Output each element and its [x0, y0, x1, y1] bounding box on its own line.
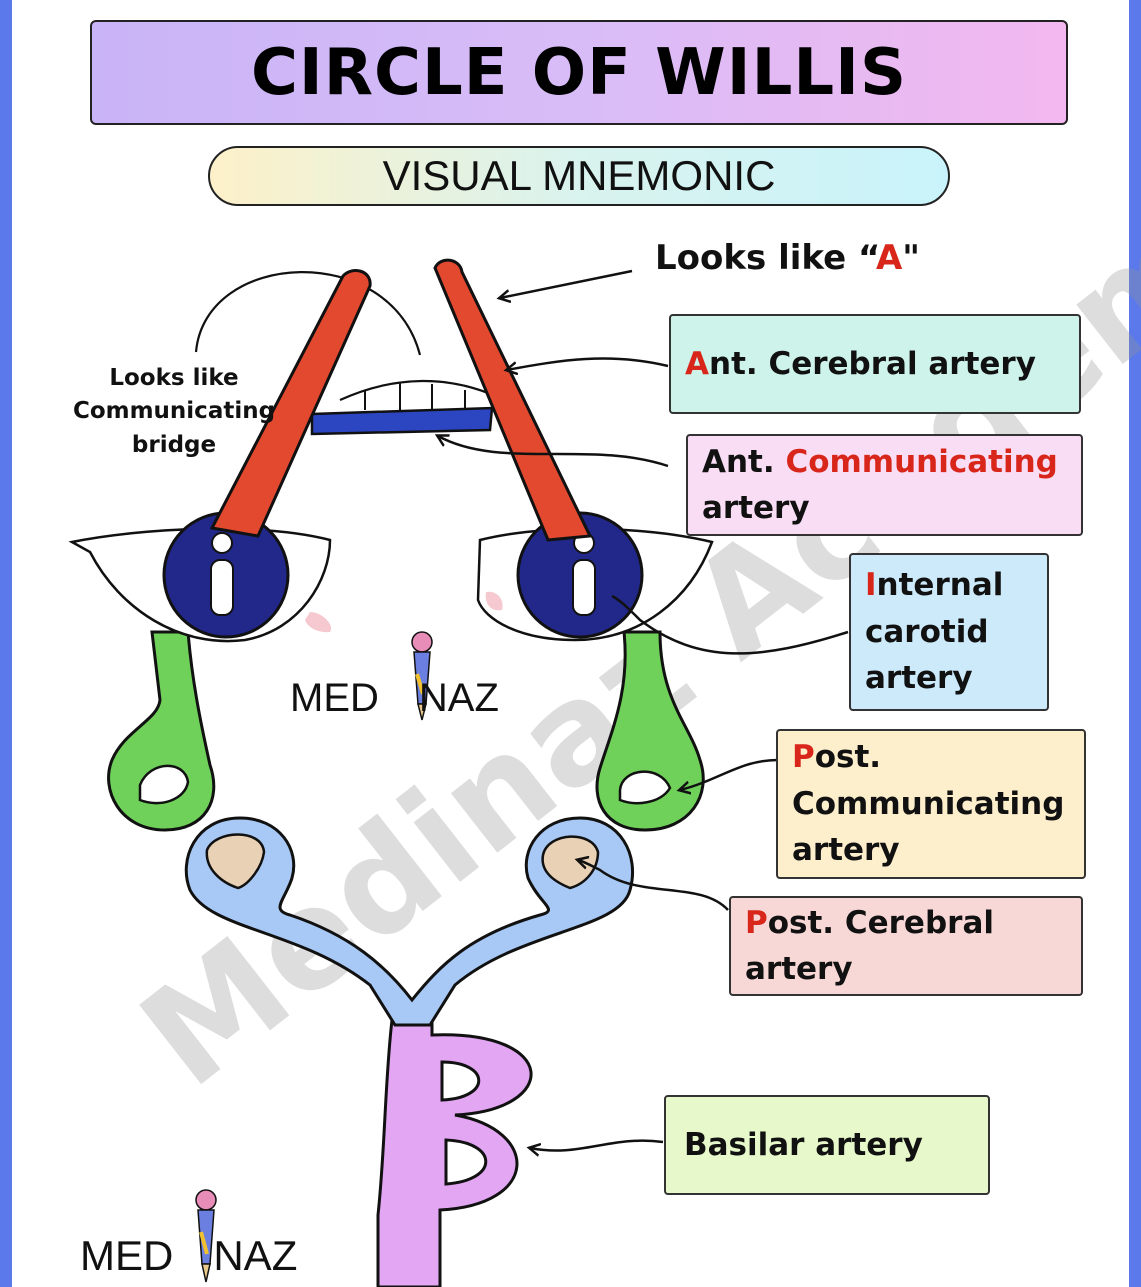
brand-right-text: NAZ: [418, 676, 499, 720]
pcom-line-2: Communicating: [792, 785, 1065, 822]
acom-line-2: artery: [702, 490, 810, 526]
post-cerebral-arteries-shape: [184, 816, 635, 1027]
basilar-artery-shape: [376, 1018, 533, 1287]
pcom-line-1: ost.: [814, 739, 882, 776]
ant-cerebral-arteries-shape: [209, 258, 593, 542]
pcom-initial: P: [792, 739, 815, 776]
ica-initial: I: [865, 567, 877, 604]
pencil-logo-top: [411, 631, 433, 721]
brand-left-text-bottom: MED: [80, 1232, 174, 1279]
title-banner: CIRCLE OF WILLIS: [90, 20, 1068, 125]
label-basilar-artery: Basilar artery: [664, 1095, 990, 1195]
ica-line-2: carotid: [865, 613, 989, 650]
brand-left-text: MED: [290, 676, 379, 720]
label-post-communicating-artery: Post. Communicating artery: [776, 729, 1086, 879]
pca-initial: P: [745, 904, 768, 941]
label-post-cerebral-artery: Post. Cerebral artery: [729, 896, 1083, 996]
label-internal-carotid-artery: Internal carotid artery: [849, 553, 1049, 711]
ica-line-3: artery: [865, 660, 973, 697]
page-subtitle: VISUAL MNEMONIC: [382, 152, 776, 199]
aca-text: nt. Cerebral artery: [709, 345, 1036, 382]
right-eye-shape: [476, 511, 714, 642]
bridge-note: Looks like Communicating bridge: [58, 362, 290, 462]
looks-like-a-note: Looks like “A": [655, 238, 920, 278]
arrow-basilar: [530, 1139, 664, 1151]
pca-line-2: artery: [745, 951, 853, 987]
subtitle-banner: VISUAL MNEMONIC: [208, 146, 950, 206]
looks-like-a-letter: A: [875, 238, 903, 278]
bridge-callout-arc: [194, 271, 422, 356]
left-border-stripe: [0, 0, 12, 1287]
brand-logo-top: MED NAZ: [290, 676, 499, 721]
page-title: CIRCLE OF WILLIS: [250, 35, 908, 110]
bridge-note-line-3: bridge: [131, 431, 217, 458]
label-ant-cerebral-artery: Ant. Cerebral artery: [669, 314, 1081, 414]
pcom-line-3: artery: [792, 832, 900, 869]
pencil-logo-bottom: [195, 1189, 217, 1283]
arrow-looks-like-a: [500, 269, 633, 298]
pca-line-1: ost. Cerebral: [767, 904, 994, 941]
post-communicating-arteries-shape: [107, 630, 705, 832]
looks-like-a-prefix: Looks like “: [655, 238, 876, 278]
left-eye-shape: [68, 511, 332, 643]
bridge-note-line-1: Looks like: [109, 365, 239, 391]
label-ant-communicating-artery: Ant. Communicating artery: [686, 434, 1083, 536]
arrow-ant-cerebral: [507, 357, 669, 370]
brand-logo-bottom: MED NAZ: [80, 1232, 297, 1280]
arrow-ant-communicating: [438, 436, 669, 468]
ica-line-1: nternal: [876, 567, 1004, 604]
right-border-stripe: [1129, 0, 1141, 1287]
aca-initial: A: [685, 345, 709, 382]
arrow-post-communicating: [680, 758, 779, 790]
arrow-internal-carotid: [611, 594, 849, 655]
basilar-text: Basilar artery: [684, 1126, 923, 1163]
brand-right-text-bottom: NAZ: [213, 1232, 298, 1279]
acom-red-word: Communicating: [785, 443, 1058, 480]
looks-like-a-suffix: ": [902, 238, 920, 278]
ant-communicating-artery-shape: [310, 379, 501, 436]
acom-prefix: Ant.: [702, 443, 786, 480]
arrow-post-cerebral: [578, 860, 729, 911]
bridge-note-line-2: Communicating: [72, 398, 276, 425]
